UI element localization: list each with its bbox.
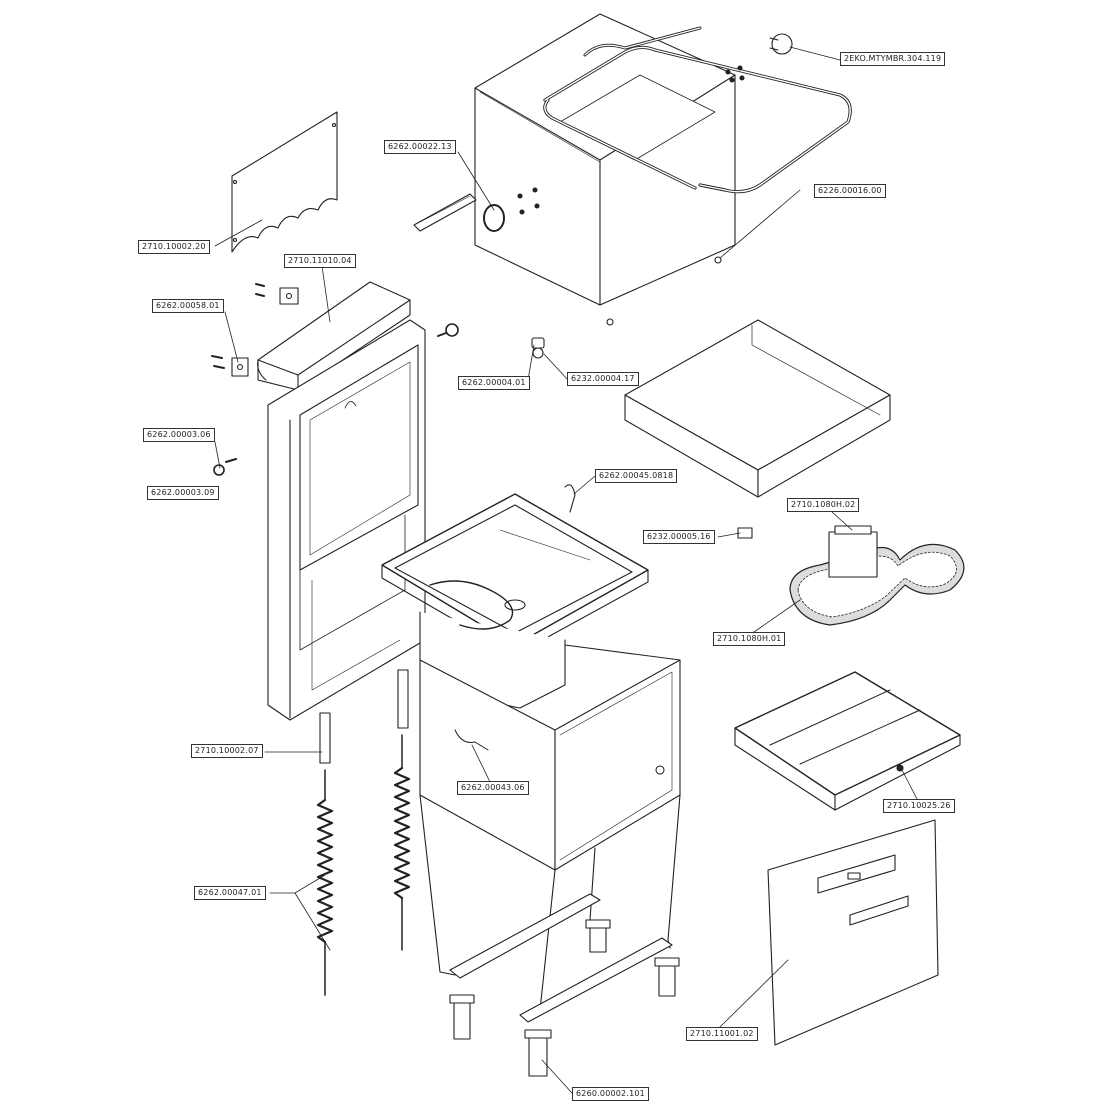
brackets-springs [316,669,411,996]
label-bolt: 6262.00003.06 [143,428,215,442]
label-hinge-block: 6262.00058.01 [152,299,224,313]
hinge-hardware [211,283,459,476]
label-rinse-tray: 2710.1080H.02 [787,498,860,512]
label-valve-cap: 6232.00004.17 [567,372,639,386]
bottom-rails [449,893,673,1023]
filter-mat [789,525,965,626]
label-front-door: 2710.11001.02 [686,1027,758,1041]
valve-parts [531,337,753,539]
label-top-cover: 2710.11010.04 [284,254,356,268]
label-switch: 6232.00005.16 [643,530,715,544]
label-back-panel: 2710.10002.20 [138,240,210,254]
label-nut: 6262.00003.09 [147,486,219,500]
rack-frame [734,671,961,811]
label-wire-clip: 6262.00045.0818 [595,469,678,483]
leveling-feet [449,919,680,1077]
label-filter-mat: 2710.1080H.01 [713,632,786,646]
label-side-bracket: 2710.10002.07 [191,744,263,758]
label-heater-element: 6262.00022.13 [384,140,456,154]
back-panel [231,111,338,253]
tank-assembly [413,13,852,326]
top-cover [257,281,411,391]
label-leveling-foot: 6260.00002.101 [572,1087,649,1101]
front-door [767,819,939,1046]
cabinet-body [419,644,681,1016]
hood-frame [267,319,426,721]
drip-tray [624,319,891,498]
label-tank-heater: 2EKO.MTYMBR.304.119 [840,52,946,66]
label-springs: 6262.00047.01 [194,886,266,900]
label-valve: 6262.00004.01 [458,376,530,390]
leader-lines [214,46,918,1094]
label-rack-frame: 2710.10025.26 [883,799,955,813]
label-tank-foot: 6226.00016.00 [814,184,886,198]
label-bracket-pin: 6262.00043.06 [457,781,529,795]
